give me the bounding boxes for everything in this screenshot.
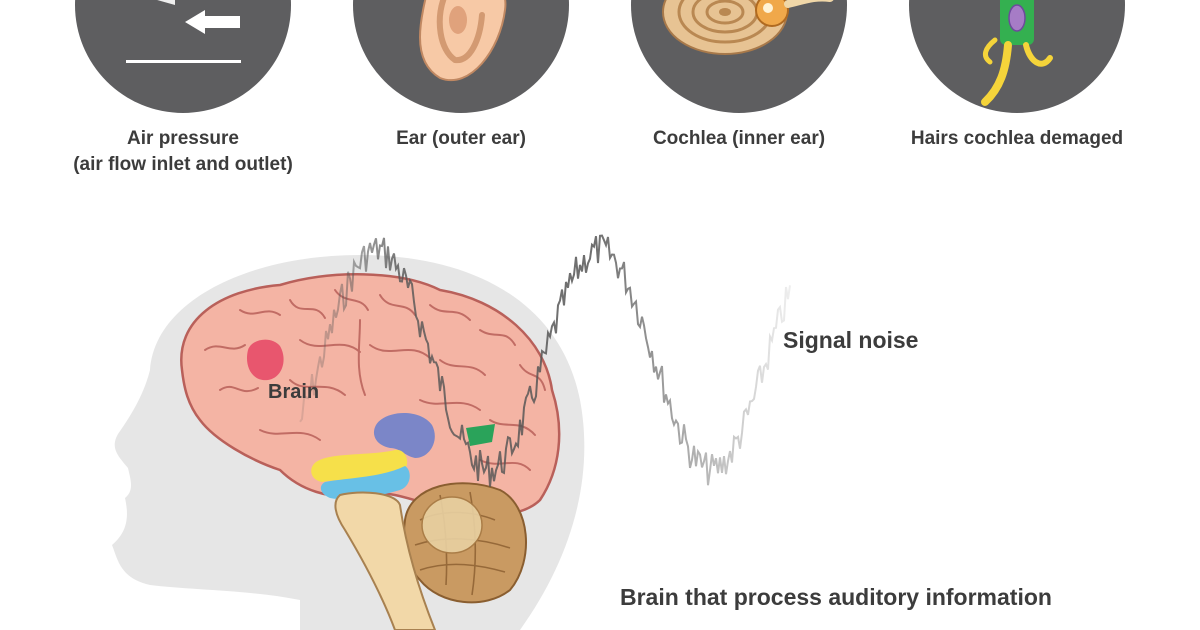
caption-hair-cells-line1: Hairs cochlea demaged	[910, 128, 1124, 149]
caption-cochlea: Cochlea (inner ear)	[589, 126, 889, 152]
blue-region	[320, 466, 410, 500]
pink-region	[246, 339, 284, 381]
brain-process-label: Brain that process auditory information	[620, 584, 1052, 610]
purple-region	[373, 412, 435, 458]
brain-illustration	[180, 273, 561, 630]
cochlea-circle	[631, 0, 847, 113]
caption-hair-cells: Hairs cochlea demaged	[867, 126, 1167, 152]
hair-cells-circle	[909, 0, 1125, 113]
air-pressure-circle	[75, 0, 291, 113]
caption-air-pressure-line1: Air pressure	[127, 128, 239, 149]
caption-outer-ear: Ear (outer ear)	[311, 126, 611, 152]
hair-cell-icon	[981, 0, 1053, 106]
caption-outer-ear-line1: Ear (outer ear)	[396, 128, 526, 149]
brain-label: Brain	[268, 381, 320, 403]
caption-air-pressure-line2: (air flow inlet and outlet)	[73, 154, 293, 175]
caption-cochlea-line1: Cochlea (inner ear)	[652, 128, 826, 149]
outer-ear-circle	[353, 0, 569, 113]
cochlea-icon	[662, 0, 834, 55]
arrows-icon	[126, 0, 241, 63]
ear-icon	[419, 0, 507, 81]
signal-noise-label: Signal noise	[783, 327, 919, 353]
caption-air-pressure: Air pressure (air flow inlet and outlet)	[33, 126, 333, 178]
green-region	[466, 424, 495, 446]
signal-noise-wave	[299, 234, 791, 487]
